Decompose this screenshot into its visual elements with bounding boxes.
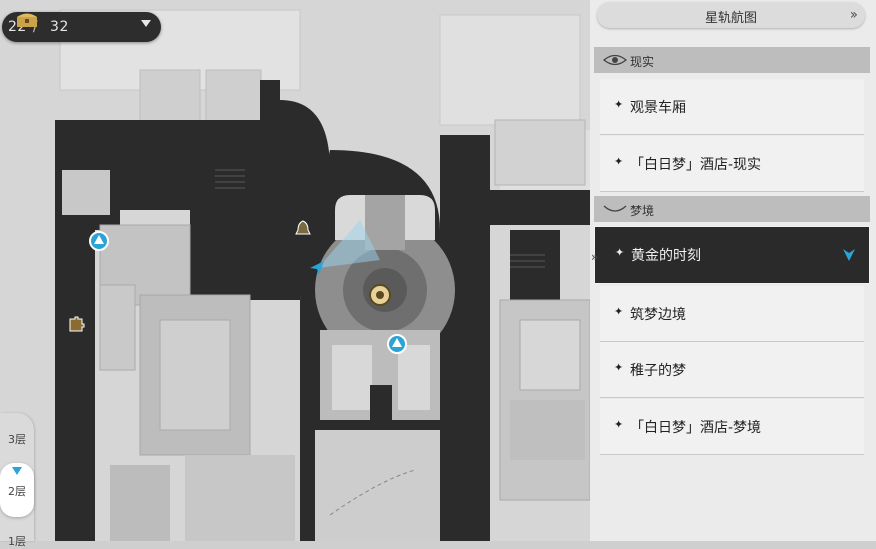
floor-selector: 3层 2层 1层 (0, 413, 34, 548)
current-floor-indicator-icon (12, 467, 22, 475)
location-name: 筑梦边境 (630, 307, 686, 323)
chest-counter[interactable]: 22 / 32 (2, 12, 161, 42)
location-name: 稚子的梦 (630, 363, 686, 379)
floor-3-button[interactable]: 3层 (0, 431, 34, 447)
location-name: 观景车厢 (630, 100, 686, 116)
player-location-arrow-icon (310, 261, 324, 275)
treasure-chest-icon (17, 13, 37, 27)
section-dream: 梦境 (594, 196, 870, 222)
space-anchor-marker-icon[interactable] (386, 333, 408, 355)
star-icon: ✦ (614, 155, 624, 168)
star-icon: ✦ (614, 418, 624, 431)
location-name: 「白日梦」酒店-梦境 (630, 420, 762, 436)
panel-title: 星轨航图 (704, 11, 757, 26)
bell-marker-icon[interactable] (293, 219, 313, 239)
star-rail-map-panel: 星轨航图 ›› 现实 ✦ 观景车厢 ✦ 「白日梦」酒店-现实 梦境 » ✦ 黄金… (590, 0, 876, 541)
section-reality: 现实 (594, 47, 870, 73)
floor-2-button[interactable]: 2层 (0, 463, 34, 517)
location-pin-icon (843, 249, 855, 261)
selection-pointer-icon: » (591, 250, 598, 264)
closed-eye-icon (603, 205, 627, 212)
floor-label: 1层 (8, 535, 26, 548)
double-chevron-right-icon: ›› (849, 7, 858, 23)
star-icon: ✦ (614, 361, 624, 374)
map-view[interactable]: 22 / 32 3层 2层 1层 (0, 0, 600, 548)
space-anchor-marker-icon[interactable] (88, 230, 110, 252)
chest-total: 32 (50, 19, 69, 35)
location-item-selected[interactable]: » ✦ 黄金的时刻 (591, 226, 870, 284)
star-icon: ✦ (615, 246, 625, 259)
location-name: 黄金的时刻 (631, 248, 701, 264)
map-canvas (55, 9, 591, 541)
chevron-down-icon[interactable] (141, 20, 151, 27)
star-rail-map-button[interactable]: 星轨航图 ›› (597, 2, 865, 28)
floor-1-button[interactable]: 1层 (0, 533, 34, 549)
section-label: 梦境 (630, 204, 655, 218)
location-item[interactable]: ✦ 稚子的梦 (600, 342, 864, 398)
warp-marker-icon[interactable] (368, 283, 392, 307)
floor-label: 3层 (8, 433, 26, 446)
star-icon: ✦ (614, 305, 624, 318)
star-icon: ✦ (614, 98, 624, 111)
eye-icon (602, 54, 628, 66)
location-item[interactable]: ✦ 筑梦边境 (600, 286, 864, 342)
location-item[interactable]: ✦ 「白日梦」酒店-梦境 (600, 399, 864, 455)
section-label: 现实 (630, 55, 655, 69)
location-name: 「白日梦」酒店-现实 (630, 157, 762, 173)
puzzle-marker-icon[interactable] (66, 315, 86, 335)
location-item[interactable]: ✦ 「白日梦」酒店-现实 (600, 136, 864, 192)
floor-label: 2层 (8, 485, 26, 498)
location-item[interactable]: ✦ 观景车厢 (600, 79, 864, 135)
